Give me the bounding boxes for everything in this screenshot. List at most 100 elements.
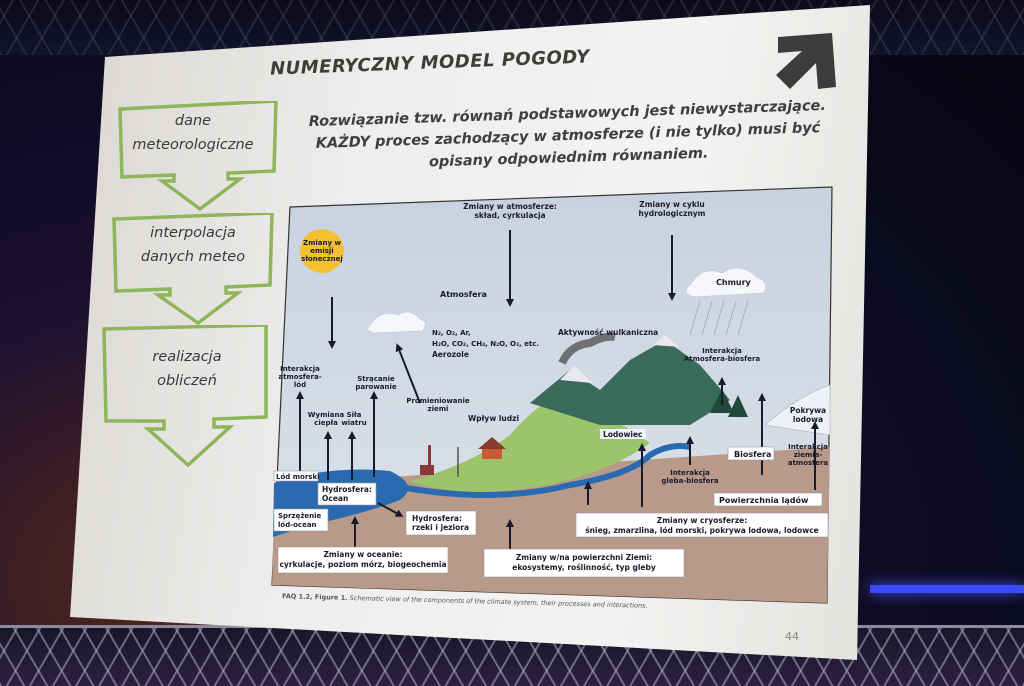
svg-text:Zmiany w oceanie:cyrkulacje, p: Zmiany w oceanie:cyrkulacje, poziom mórz… [279, 550, 446, 569]
flow-label-line: interpolacja [150, 225, 236, 241]
label-radiation: Promieniowanie [406, 397, 470, 405]
flow-label: realizacja obliczeń [112, 345, 262, 393]
label-heat-exchange: ciepła [314, 419, 338, 427]
projection-screen: NUMERYCZNY MODEL POGODY Rozwiązanie tzw.… [70, 5, 870, 665]
label-gases: H₂O, CO₂, CH₄, N₂O, O₃, etc. [432, 340, 539, 348]
label-surface-changes: ekosystemy, roślinność, typ gleby [512, 563, 656, 572]
label-atm-ice: atmosfera- [278, 373, 321, 381]
snow-cap [653, 335, 680, 347]
label-wind-stress: wiatru [341, 419, 366, 427]
label-solar-line: Zmiany w [303, 239, 341, 247]
ice-ocean-box [273, 508, 329, 532]
biosphere-box [727, 446, 775, 461]
label-land-atm: atmosfera [788, 459, 829, 467]
flow-label: dane meteorologiczne [118, 109, 268, 157]
label-atm-ice: Interakcja [280, 365, 320, 373]
house-icon [482, 447, 502, 459]
label-ice-ocean: Sprzężenie [278, 512, 322, 520]
label-atmosphere-changes: Zmiany w atmosferze: [463, 202, 557, 211]
label-ocean-changes: Zmiany w oceanie: [323, 550, 402, 559]
label-clouds: Chmury [716, 278, 752, 287]
surface-changes-box [483, 548, 685, 578]
label-ocean: Hydrosfera: [322, 485, 372, 494]
flow-step-interpolation: interpolacja danych meteo [112, 213, 274, 326]
label-ice-sheet: Pokrywa [790, 406, 826, 415]
snow-cap [560, 365, 592, 383]
label-atmosphere-changes: skład, cyrkulacja [474, 211, 545, 220]
label-soil-biosphere: gleba-biosfera [661, 477, 718, 485]
label-radiation: ziemi [428, 405, 449, 413]
cryosphere-box [575, 512, 829, 538]
rain-cloud-icon [685, 267, 767, 298]
label-atm-biosphere: Atmosfera-biosfera [684, 355, 761, 363]
cloud-icon [367, 311, 426, 334]
sun-icon [300, 229, 344, 273]
svg-text:Hydrosfera:Ocean: Hydrosfera:Ocean [322, 485, 372, 503]
sea-ice-box [273, 470, 319, 482]
label-solar-line: emisji [310, 247, 333, 255]
label-aerosols: Aerozole [432, 350, 469, 359]
label-hydro-cycle: Zmiany w cyklu [639, 200, 705, 209]
label-ice-sheet: lodowa [793, 415, 823, 424]
label-atm-ice: lód [294, 381, 306, 389]
ocean-box [317, 482, 377, 506]
label-atmosphere: Atmosfera [440, 290, 487, 299]
label-glacier: Lodowiec [603, 430, 643, 439]
river [389, 443, 691, 498]
flow-label-line: danych meteo [140, 249, 246, 265]
flow-box-outline [112, 213, 274, 326]
label-land-surface: Powierzchnia lądów [719, 495, 809, 505]
flow-label-line: dane [174, 113, 212, 129]
label-hydro-cycle: hydrologicznym [639, 209, 706, 218]
label-gases: N₂, O₂, Ar, [432, 329, 471, 337]
flow-label-line: obliczeń [157, 373, 217, 389]
label-heat-exchange: Wymiana [308, 411, 345, 419]
label-rivers: Hydrosfera: [412, 514, 462, 523]
label-solar-line: słonecznej [301, 255, 343, 263]
label-volcanic: Aktywność wulkaniczna [558, 328, 658, 337]
flow-label-line: realizacja [152, 349, 222, 365]
label-ice-ocean: lód-ocean [278, 521, 317, 529]
volcano-smoke [558, 332, 616, 365]
label-land-atm: Interakcja [788, 443, 828, 451]
mountains [530, 340, 730, 425]
flow-step-computation: realizacja obliczeń [102, 325, 268, 468]
label-wind-stress: Siła [347, 411, 362, 419]
rivers-box [405, 510, 477, 536]
label-atm-biosphere: Interakcja [702, 347, 742, 355]
chimney-icon [428, 445, 431, 467]
glacier-label-bg [600, 429, 646, 439]
label-ocean-changes: cyrkulacje, poziom mórz, biogeochemia [279, 560, 446, 569]
label-cryosphere: śnieg, zmarzlina, lód morski, pokrywa lo… [585, 526, 819, 535]
caption-label: FAQ 1.2, Figure 1. [281, 592, 348, 602]
label-cryosphere: Zmiany w cryosferze: [657, 516, 747, 525]
arrow-logo-icon [776, 33, 836, 89]
label-surface-changes: Zmiany w/na powierzchni Ziemi: [516, 553, 652, 562]
flow-label: interpolacja danych meteo [118, 221, 268, 269]
svg-text:Hydrosfera:rzeki i jeziora: Hydrosfera:rzeki i jeziora [412, 514, 469, 532]
page-number: 44 [785, 630, 799, 643]
label-soil-biosphere: Interakcja [670, 469, 710, 477]
land-surface-box [713, 492, 823, 507]
label-ocean: Ocean [322, 494, 348, 503]
svg-text:Zmiany w atmosferze:skład, cyr: Zmiany w atmosferze:skład, cyrkulacja [463, 202, 557, 220]
factory-icon [420, 465, 434, 475]
stage-light-strip [870, 585, 1024, 593]
label-land-atm: ziemia- [794, 451, 823, 459]
label-human-influence: Wpływ ludzi [468, 414, 519, 423]
rain-icon [689, 300, 749, 336]
trees [710, 389, 748, 417]
flow-box-outline [118, 101, 278, 212]
